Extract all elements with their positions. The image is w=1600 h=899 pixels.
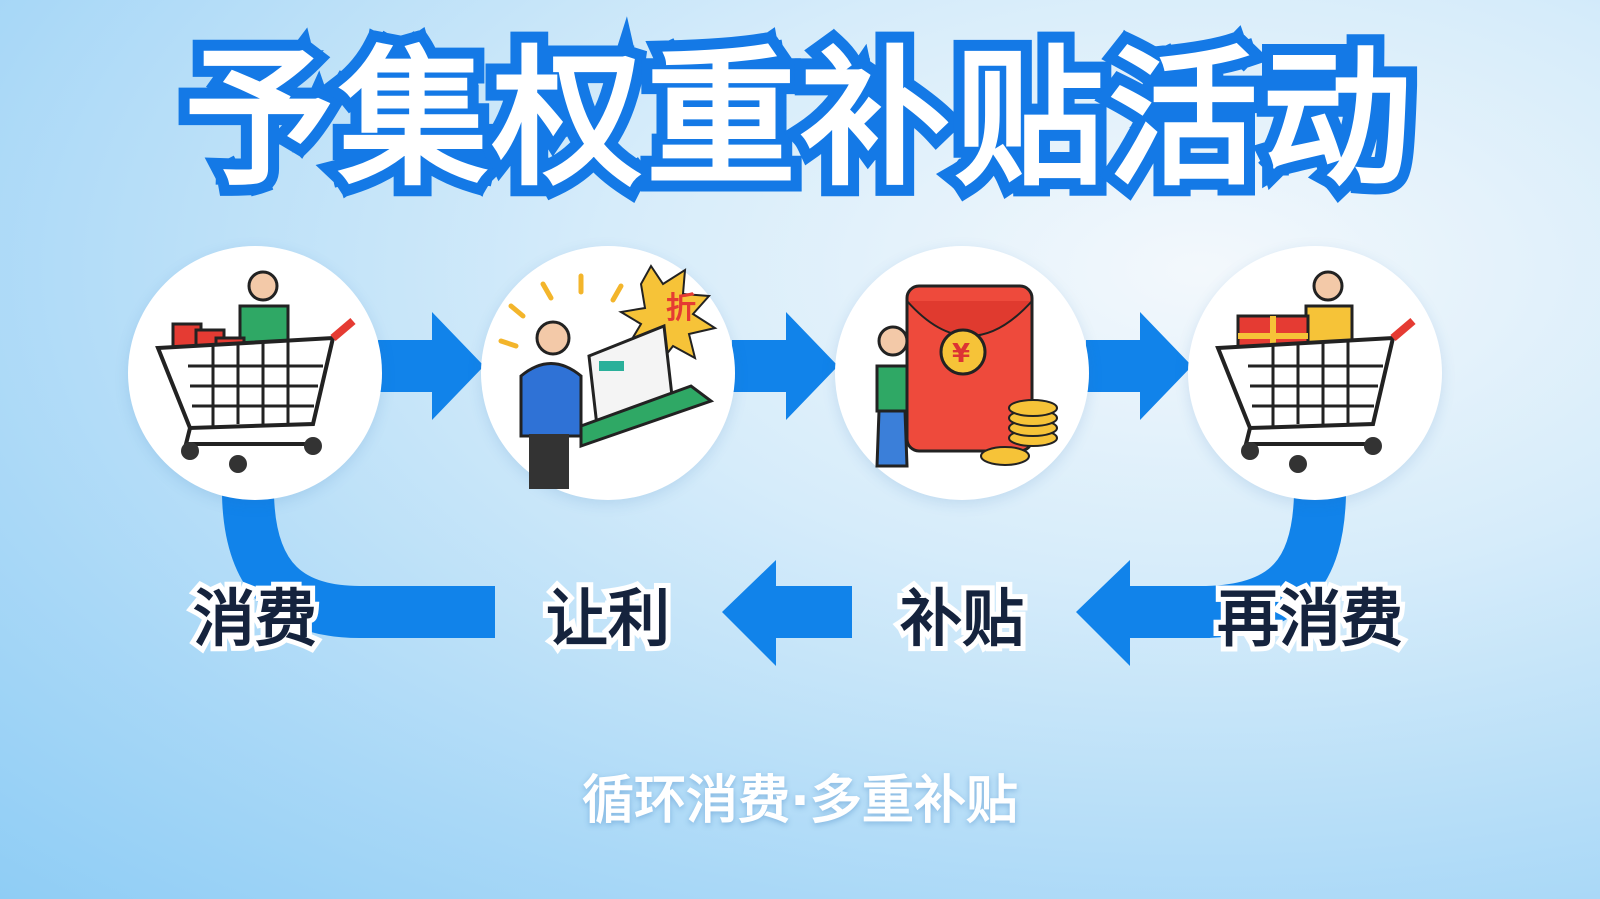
arrow-right-3	[1086, 312, 1192, 420]
currency-symbol: ¥	[952, 339, 970, 369]
red-envelope-icon: ¥	[875, 284, 1058, 468]
discount-badge: 折	[666, 291, 696, 326]
gift-cart-icon	[1215, 270, 1416, 473]
step-label-consume: 消费	[188, 577, 322, 660]
arrow-left-1	[722, 560, 852, 666]
step-label-discount: 让利	[541, 577, 675, 660]
arrow-left-2	[1076, 560, 1210, 666]
step-circle-discount: 折	[481, 246, 735, 500]
curve-connector-right	[1199, 493, 1346, 638]
arrow-right-1	[378, 312, 484, 420]
page-title: 予集权重补贴活动	[173, 22, 1423, 218]
step-label-subsidy: 补贴	[895, 577, 1029, 660]
curve-connector-left	[222, 493, 495, 638]
discount-laptop-icon: 折	[498, 264, 718, 489]
step-circle-consume	[128, 246, 382, 500]
step-circle-reconsume	[1188, 246, 1442, 500]
shopping-cart-icon	[155, 270, 356, 473]
step-circle-subsidy: ¥	[835, 246, 1089, 500]
step-label-reconsume: 再消费	[1212, 577, 1408, 660]
footer-slogan: 循环消费·多重补贴	[582, 771, 1018, 831]
arrow-right-2	[732, 312, 838, 420]
